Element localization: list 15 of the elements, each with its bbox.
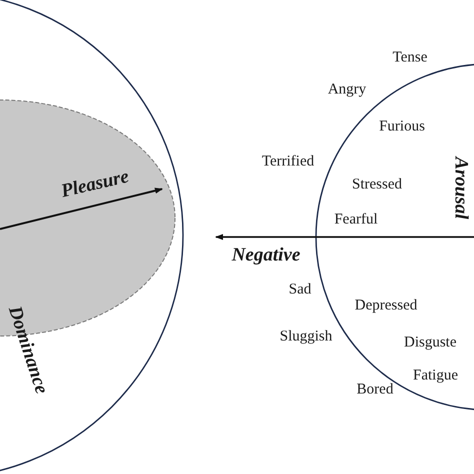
emotion-label: Angry [328,82,366,98]
emotion-label: Fearful [334,212,378,228]
emotion-label: Terrified [262,154,314,170]
emotion-label: Sluggish [280,330,332,344]
emotion-label: Fatigue [413,368,458,384]
emotion-label: Disguste [404,336,456,350]
axis-label: Arousal [452,156,470,220]
emotion-label: Furious [379,120,425,134]
emotion-label: Tense [392,50,428,66]
emotion-label: Depressed [354,298,418,314]
axis-label: Pleasure [59,167,131,201]
axis-label: Negative [232,246,300,264]
emotion-label: Stressed [352,178,402,192]
emotion-label: Sad [288,282,312,298]
emotion-label: Bored [356,382,394,398]
